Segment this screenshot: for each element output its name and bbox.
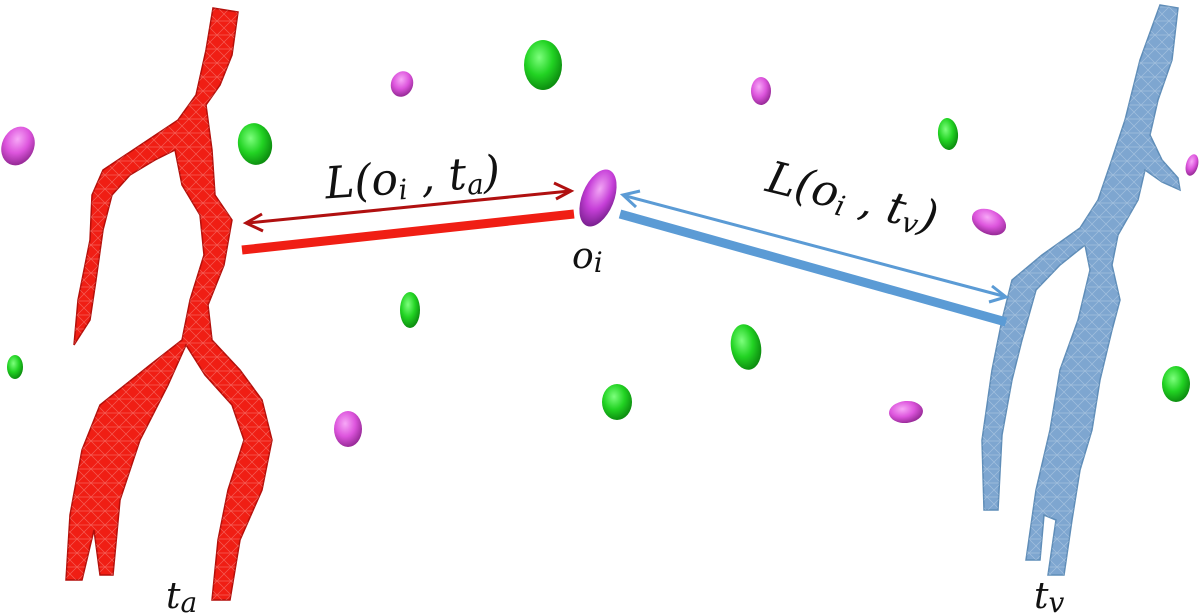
artery-tree-label-main: t <box>166 576 181 616</box>
magenta-cell <box>751 77 771 105</box>
magenta-cell <box>1 126 35 166</box>
artery-link-arrowhead-right <box>553 181 575 201</box>
green-cell <box>1162 366 1190 402</box>
vein-link <box>618 189 1010 327</box>
magenta-cell <box>334 411 362 447</box>
vein-tree-label-main: t <box>1034 576 1049 616</box>
artery-link-label-suffix: ) <box>480 146 502 198</box>
vein-link-thin-arrow <box>625 194 1004 298</box>
artery-tree-label: ta <box>166 576 197 616</box>
artery-link-label-t: t <box>447 149 469 201</box>
vein-tree-label-sub: v <box>1048 586 1064 616</box>
vein-mesh-overlay <box>982 5 1180 575</box>
artery-tree-label-sub: a <box>180 586 197 616</box>
magenta-cell <box>971 208 1007 236</box>
vein-tree-label: tv <box>1034 576 1064 616</box>
green-cell <box>937 118 959 150</box>
artery-link-label-o: o <box>370 154 400 207</box>
artery-link-label-sep: , <box>405 150 450 204</box>
target-cell-label-sub: i <box>594 246 603 279</box>
artery-tree <box>65 7 273 601</box>
green-cell <box>730 324 762 370</box>
artery-link-thin-arrow <box>247 189 571 225</box>
magenta-cell <box>889 400 923 424</box>
target-cell <box>579 169 617 227</box>
artery-link-thick-bar <box>241 209 575 255</box>
green-cell <box>524 40 562 90</box>
vein-link-arrowhead-right <box>988 284 1010 304</box>
green-cell <box>7 355 23 379</box>
target-cell-label-main: o <box>572 236 594 277</box>
magenta-cell <box>1185 154 1199 176</box>
artery-link-label-i: i <box>397 173 408 207</box>
green-cell <box>400 292 420 328</box>
artery-link <box>241 181 575 255</box>
cells-layer <box>1 40 1199 447</box>
artery-link-label-tsub: a <box>466 168 485 202</box>
artery-mesh-overlay <box>66 8 272 600</box>
artery-link-label: L(oi , ta) <box>322 146 502 211</box>
artery-link-arrowhead-left <box>242 212 264 233</box>
vein-link-label: L(oi , tv) <box>760 152 943 246</box>
green-cell <box>602 384 632 420</box>
target-cell-label: oi <box>572 236 603 279</box>
artery-link-label-prefix: L( <box>322 155 374 209</box>
magenta-cell <box>390 71 414 97</box>
vein-link-thick-bar <box>618 209 1008 327</box>
green-cell <box>237 123 273 165</box>
vein-tree <box>981 4 1181 576</box>
vein-link-arrowhead-left <box>619 189 641 209</box>
